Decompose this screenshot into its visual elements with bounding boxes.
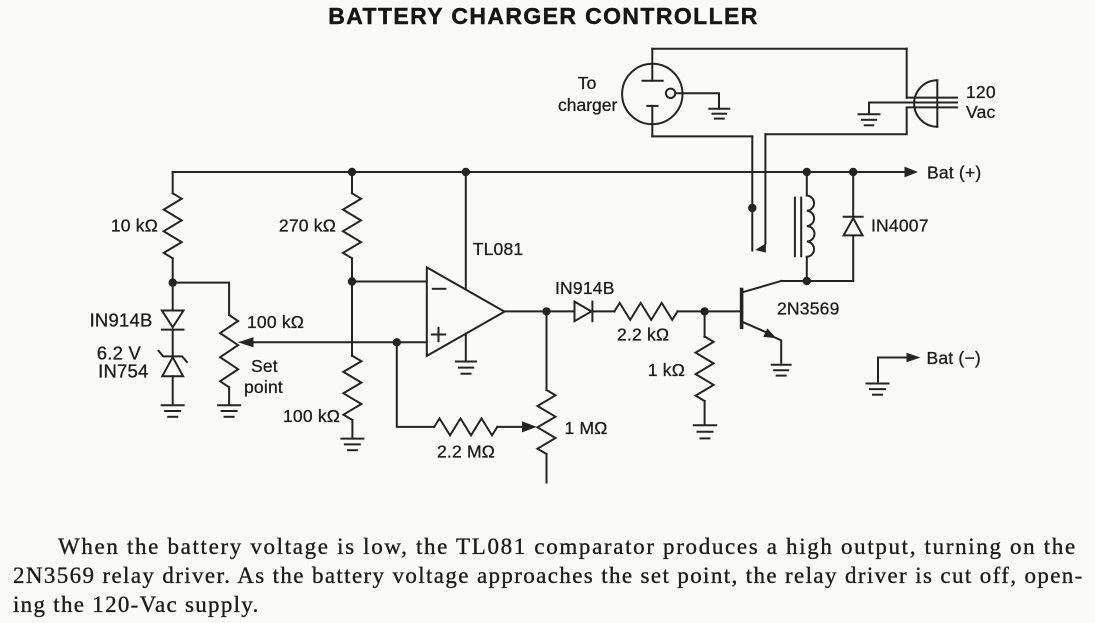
svg-text:270 kΩ: 270 kΩ bbox=[279, 216, 336, 236]
svg-text:To: To bbox=[578, 73, 597, 93]
svg-text:point: point bbox=[244, 377, 283, 397]
svg-text:Set: Set bbox=[251, 356, 278, 376]
svg-text:TL081: TL081 bbox=[473, 239, 524, 259]
svg-text:120: 120 bbox=[966, 82, 996, 102]
svg-text:2N3569: 2N3569 bbox=[777, 299, 840, 319]
svg-text:Vac: Vac bbox=[966, 102, 996, 122]
svg-text:charger: charger bbox=[558, 95, 618, 115]
svg-text:IN754: IN754 bbox=[98, 361, 148, 382]
svg-text:2.2 MΩ: 2.2 MΩ bbox=[437, 442, 495, 462]
svg-text:1 kΩ: 1 kΩ bbox=[648, 360, 685, 380]
svg-text:1 MΩ: 1 MΩ bbox=[565, 418, 608, 438]
svg-text:100 kΩ: 100 kΩ bbox=[247, 312, 304, 332]
svg-text:IN4007: IN4007 bbox=[871, 216, 929, 236]
svg-text:6.2 V: 6.2 V bbox=[97, 343, 142, 364]
svg-text:Bat (−): Bat (−) bbox=[927, 348, 981, 368]
svg-text:Bat (+): Bat (+) bbox=[927, 163, 981, 183]
svg-text:IN914B: IN914B bbox=[555, 278, 615, 298]
svg-text:10 kΩ: 10 kΩ bbox=[111, 216, 158, 236]
svg-text:IN914B: IN914B bbox=[90, 310, 153, 331]
svg-text:2.2 kΩ: 2.2 kΩ bbox=[617, 325, 669, 345]
svg-text:100 kΩ: 100 kΩ bbox=[283, 406, 340, 426]
